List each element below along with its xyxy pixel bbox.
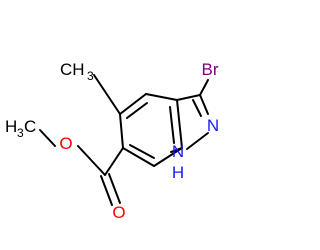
ester-methyl-subscript: 3 xyxy=(17,126,24,140)
bond-n2-n1 xyxy=(186,132,209,150)
bond-c6-c7-inner xyxy=(129,144,155,159)
bond-c3-n2 xyxy=(199,94,209,115)
bond-c6-c7 xyxy=(122,147,155,167)
bond-layer xyxy=(39,74,209,206)
bond-c3-n2-inner xyxy=(192,99,202,117)
ring-methyl-subscript: 3 xyxy=(87,69,94,83)
bond-c7a-c3a xyxy=(176,99,183,149)
bond-cester-oc1 xyxy=(100,175,113,206)
bond-c5-me xyxy=(93,74,121,115)
bond-c7-c7a xyxy=(153,147,183,167)
bond-c4-c5-inner xyxy=(126,102,148,119)
bond-c6-cester xyxy=(104,147,124,176)
nh-hydrogen-label: H xyxy=(172,163,184,182)
bond-c7a-c3a-inner xyxy=(169,106,175,144)
carbonyl-oxygen-label: O xyxy=(112,203,125,222)
ring-nitrogen-label: N xyxy=(207,116,219,135)
molecule-structure: Br N N H CH 3 O O H 3 C xyxy=(5,60,219,222)
bond-c4-c5 xyxy=(119,93,147,115)
ester-methyl-c: C xyxy=(24,117,36,136)
bromine-label: Br xyxy=(202,60,219,79)
ester-oxygen-label: O xyxy=(59,134,72,153)
bond-c5-c6 xyxy=(119,113,124,149)
nh-nitrogen-label: N xyxy=(172,142,184,161)
bond-c3a-c4 xyxy=(145,93,178,101)
bond-c3a-c3 xyxy=(176,94,201,101)
ring-methyl-label: CH 3 xyxy=(60,60,94,83)
bond-cester-oc2 xyxy=(108,173,121,204)
ester-methyl-h: H xyxy=(5,117,17,136)
structure-canvas: Br N N H CH 3 O O H 3 C xyxy=(5,60,220,222)
ring-methyl-symbol: CH xyxy=(60,60,85,79)
bond-oe-me xyxy=(39,129,56,147)
bond-c3-br xyxy=(199,79,209,96)
ester-methyl-label: H 3 C xyxy=(5,117,36,140)
bond-n1-c7a xyxy=(170,147,183,153)
bond-cester-oe xyxy=(77,145,106,176)
